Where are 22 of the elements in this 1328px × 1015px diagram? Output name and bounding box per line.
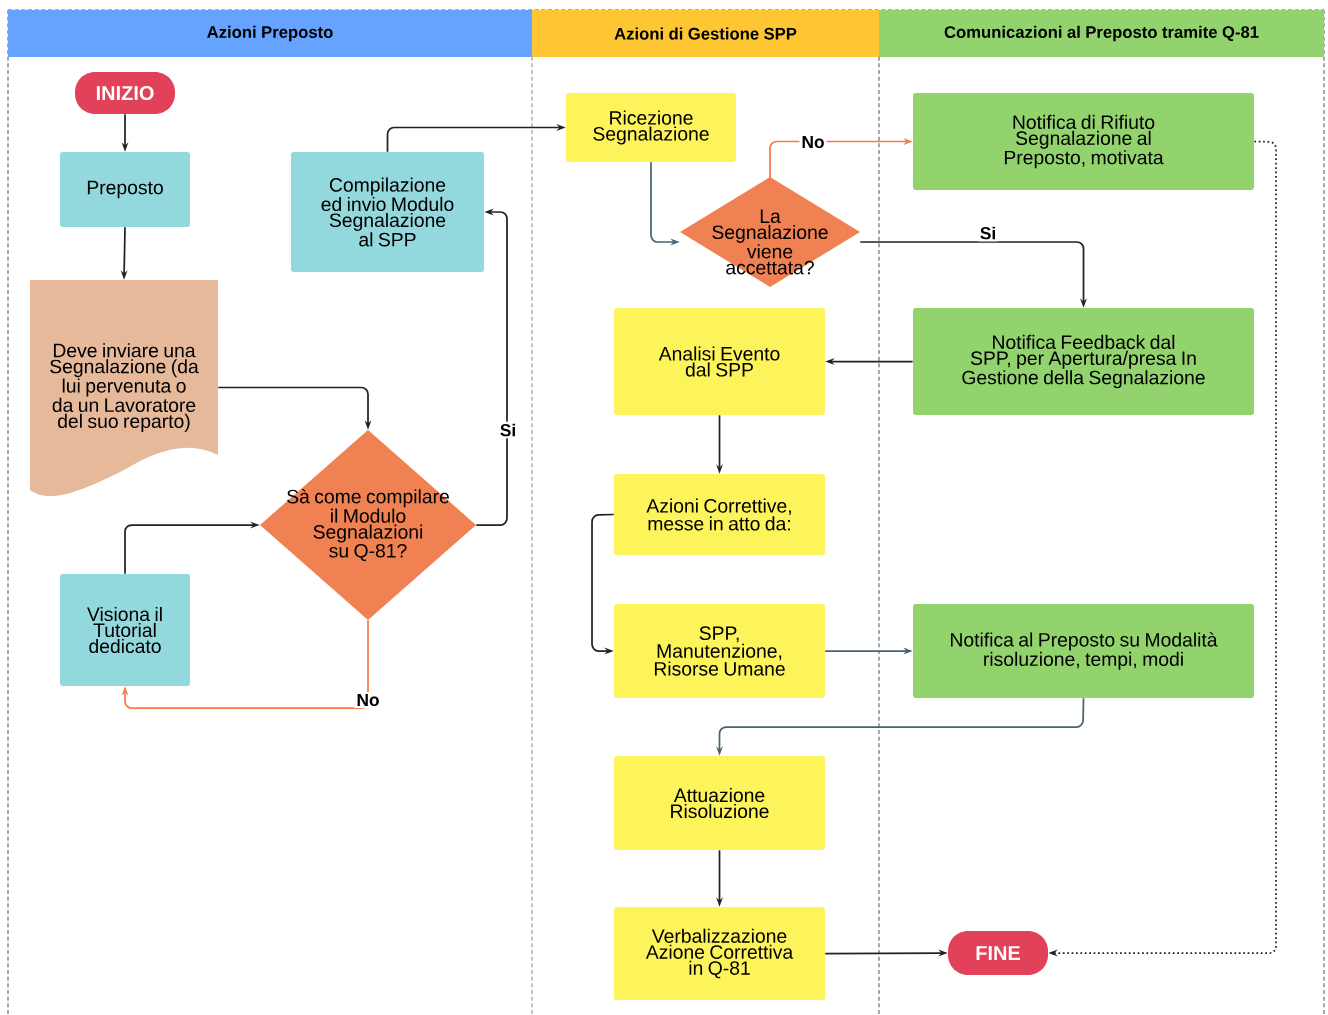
process-box: Analisi Evento dal SPP — [614, 308, 825, 415]
edge-label: No — [799, 133, 827, 151]
end-pill: FINE — [948, 931, 1048, 975]
process-box: Notifica al Preposto su Modalità risoluzione, tempi, modi — [913, 604, 1255, 698]
process-box: Attuazione Risoluzione — [614, 756, 825, 850]
edge-label: No — [354, 691, 382, 709]
process-box: Azioni Correttive, messe in atto da: — [614, 474, 825, 556]
lane-header: Azioni Preposto — [8, 10, 532, 57]
edge-label: Si — [977, 224, 999, 242]
arrow — [121, 619, 369, 709]
process-box: Ricezione Segnalazione — [566, 92, 736, 163]
process-box: SPP, Manutenzione, Risorse Umane — [614, 604, 825, 698]
process-box: Notifica Feedback dal SPP, per Apertura/presa In Gestione della Segnalazione — [913, 308, 1255, 415]
lane-header: Comunicazioni al Preposto tramite Q-81 — [878, 10, 1325, 57]
lane-header: Azioni di Gestione SPP — [532, 10, 879, 57]
process-box: Compilazione ed invio Modulo Segnalazione al SPP — [290, 152, 485, 272]
process-box: Visiona il Tutorial dedicato — [60, 574, 190, 686]
process-box: Notifica di Rifiuto Segnalazione al Preposto, motivata — [913, 92, 1255, 191]
process-box: Verbalizzazione Azione Correttiva in Q-81 — [614, 907, 825, 1001]
edge-label: Si — [497, 421, 519, 439]
start-pill: INIZIO — [75, 72, 175, 114]
process-box: Preposto — [60, 152, 190, 227]
